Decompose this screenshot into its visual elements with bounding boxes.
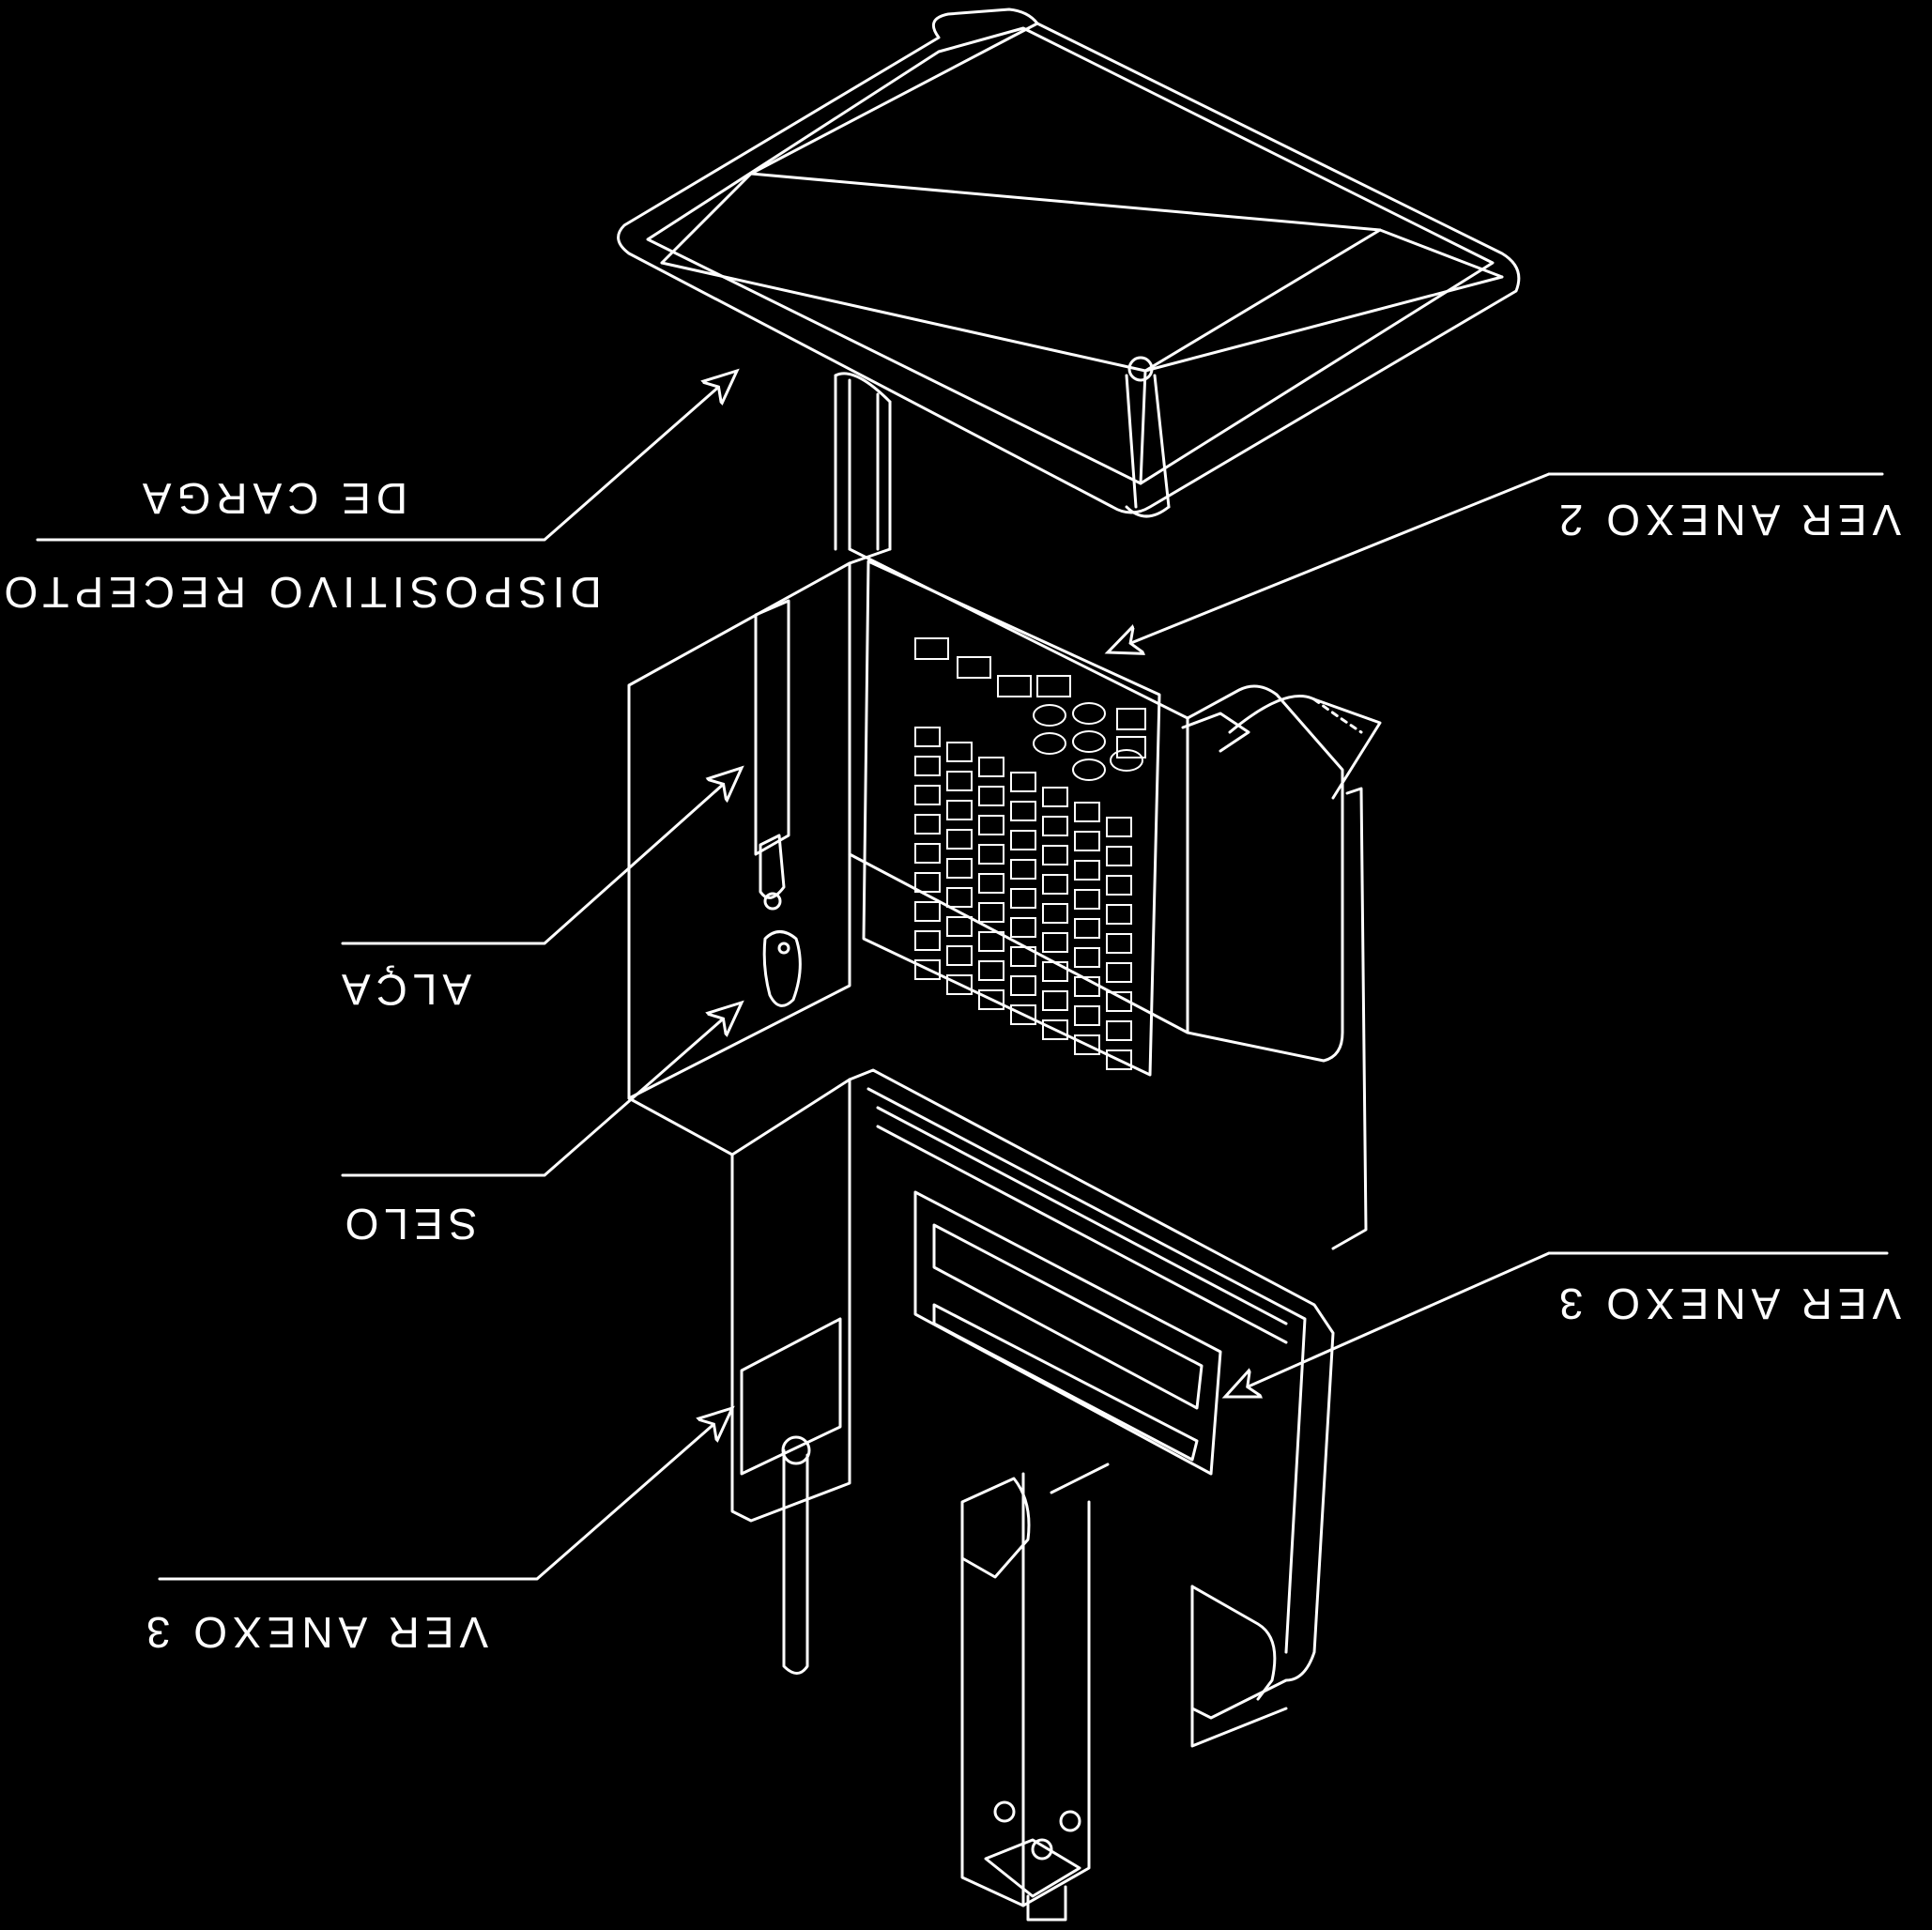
callout-receptor [36,371,737,542]
label-alca: ALÇA [336,965,471,1014]
power-cable [740,1317,842,1675]
keyboard-key [978,757,1004,777]
keyboard-key [914,814,941,835]
keyboard-key [914,785,941,805]
keyboard-key [1010,946,1036,967]
keyboard-key [1106,846,1132,866]
keyboard-key [1010,801,1036,821]
keyboard-key [946,916,973,937]
keyboard-key [914,959,941,980]
keyboard-key [914,930,941,951]
keyboard-key [1074,947,1100,968]
keyboard-key [1074,860,1100,881]
keyboard-key [978,960,1004,981]
keyboard-key [1010,975,1036,996]
keyboard-key [1074,976,1100,997]
keyboard-key [914,756,941,776]
label-anexo2: VER ANEXO 2 [1554,496,1901,544]
keyboard-key [1010,1004,1036,1025]
scale-housing [627,547,1368,1720]
keyboard-key [946,800,973,820]
keyboard-key [1042,1019,1068,1040]
keyboard-key [946,829,973,850]
callout-anexo3-left [158,1408,732,1581]
keyboard-key [1106,933,1132,954]
keyboard-key [1042,961,1068,982]
keyboard-key [1106,991,1132,1012]
keyboard-key [1074,802,1100,822]
platter-support-post [834,372,892,551]
keyboard-key [978,931,1004,952]
keyboard-key [914,843,941,864]
keyboard-key [1106,1049,1132,1070]
keyboard-key [1010,772,1036,792]
keyboard-key [1042,903,1068,924]
keyboard-key [978,786,1004,806]
keyboard-key [1106,1020,1132,1041]
keyboard-key [946,771,973,791]
label-selo: SELO [340,1200,478,1248]
keyboard-key [914,872,941,893]
keyboard-key [1074,889,1100,910]
callout-selo [341,1003,742,1177]
keyboard-key [946,887,973,908]
label-receptor-line2: DE CARGA [137,474,407,523]
label-anexo3-left: VER ANEXO 3 [141,1608,488,1657]
keyboard-key [946,945,973,966]
printer [1181,695,1382,800]
label-anexo3-right: VER ANEXO 3 [1554,1279,1901,1328]
keyboard-key [1042,932,1068,953]
keyboard-key [978,815,1004,835]
keyboard-key [1074,1005,1100,1026]
label-group: DISPOSITIVO RECEPTOR DE CARGA ALÇA SELO … [0,474,1901,1657]
keyboard-key [946,858,973,879]
keyboard-key [1074,1034,1100,1055]
keyboard-key [978,844,1004,865]
base-column [960,1463,1288,1922]
keyboard-key [978,989,1004,1010]
callout-anexo2 [1108,472,1884,652]
keyboard-key [1010,830,1036,850]
display-window [876,1106,1288,1476]
callout-alca [341,768,742,945]
keyboard [914,637,1146,1070]
keyboard-key [946,742,973,762]
keyboard-key [1106,904,1132,925]
keyboard-key [1042,787,1068,807]
keyboard-key [1042,874,1068,895]
keyboard-key [1042,845,1068,865]
callout-anexo3-right [1225,1251,1889,1397]
keyboard-key [1074,918,1100,939]
keyboard-key [978,902,1004,923]
keyboard-key [1042,816,1068,836]
keyboard-key [1106,875,1132,896]
keyboard-key [1106,817,1132,837]
label-receptor-line1: DISPOSITIVO RECEPTOR [0,568,602,617]
keyboard-key [1042,990,1068,1011]
keyboard-key [914,727,941,747]
keyboard-key [1010,917,1036,938]
keyboard-key [946,974,973,995]
load-receiver-platter [617,8,1521,518]
keyboard-key [978,873,1004,894]
keyboard-key [914,901,941,922]
keyboard-key [1074,831,1100,851]
keyboard-key [1010,859,1036,880]
keyboard-key [1106,962,1132,983]
keyboard-key [1010,888,1036,909]
